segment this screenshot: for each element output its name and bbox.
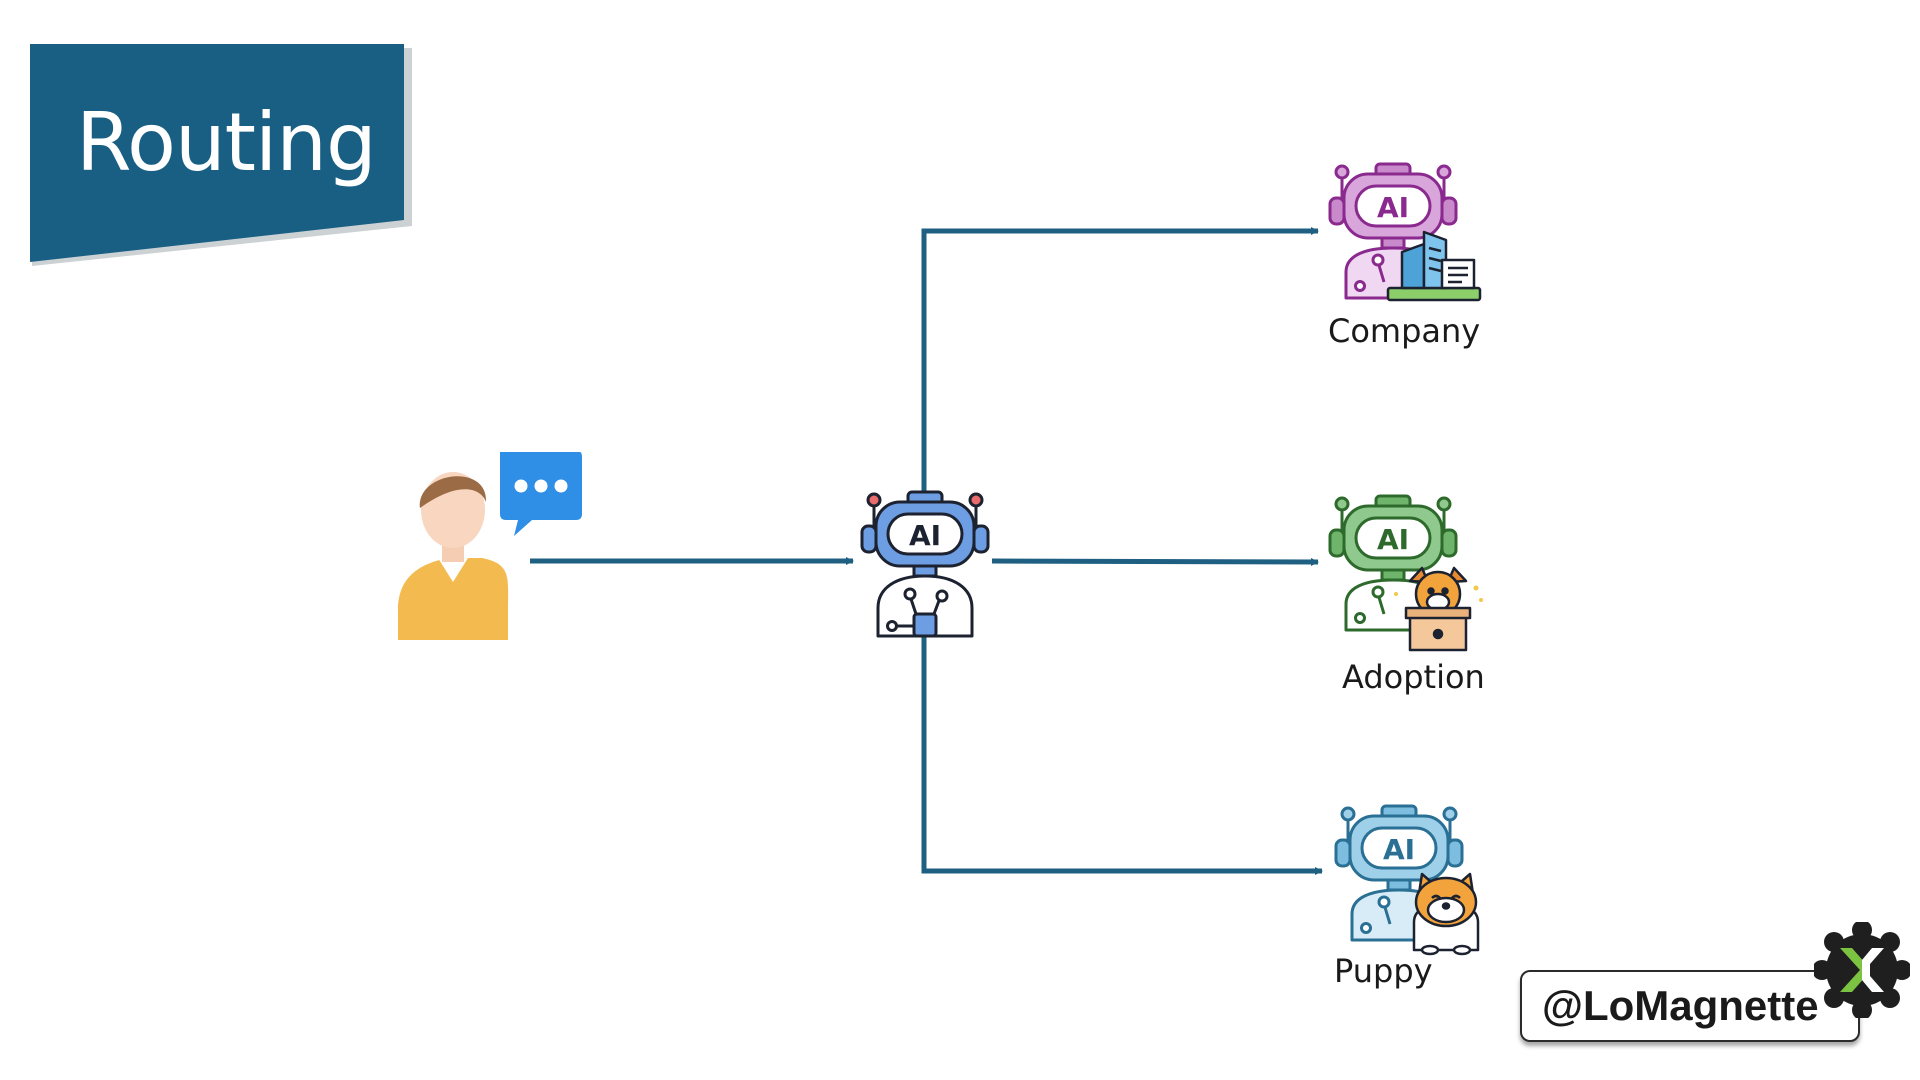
user-with-chat-bubble-icon bbox=[398, 452, 582, 640]
title-banner: Routing bbox=[24, 40, 424, 270]
ai-robot-company-building-icon: AI bbox=[1328, 162, 1482, 302]
author-handle-card: @LoMagnette bbox=[1520, 970, 1860, 1042]
ai-robot-icon: AI bbox=[860, 490, 990, 638]
svg-text:AI: AI bbox=[1377, 191, 1409, 224]
page-title: Routing bbox=[76, 96, 377, 189]
user-node bbox=[396, 450, 586, 640]
route-label-company: Company bbox=[1328, 312, 1481, 350]
svg-text:AI: AI bbox=[909, 519, 941, 552]
route-puppy: AI Puppy bbox=[1334, 804, 1504, 990]
router-robot: AI bbox=[860, 490, 990, 640]
route-company: AI Company bbox=[1328, 162, 1498, 350]
svg-text:AI: AI bbox=[1383, 833, 1415, 866]
arrow-router-to-puppy bbox=[921, 632, 1323, 875]
arrow-router-to-company bbox=[921, 227, 1319, 494]
route-label-adoption: Adoption bbox=[1342, 658, 1485, 696]
route-label-puppy: Puppy bbox=[1334, 952, 1433, 990]
brand-gear-logo-icon bbox=[1812, 920, 1912, 1020]
ai-robot-puppy-icon: AI bbox=[1334, 804, 1480, 956]
svg-text:AI: AI bbox=[1377, 523, 1409, 556]
title-banner-shape bbox=[30, 44, 412, 266]
brand-logo bbox=[1812, 920, 1912, 1022]
arrow-router-to-adoption bbox=[991, 557, 1319, 566]
route-adoption: AI Adoption bbox=[1328, 494, 1498, 696]
author-handle: @LoMagnette bbox=[1542, 982, 1819, 1029]
ai-robot-pet-adoption-icon: AI bbox=[1328, 494, 1483, 652]
